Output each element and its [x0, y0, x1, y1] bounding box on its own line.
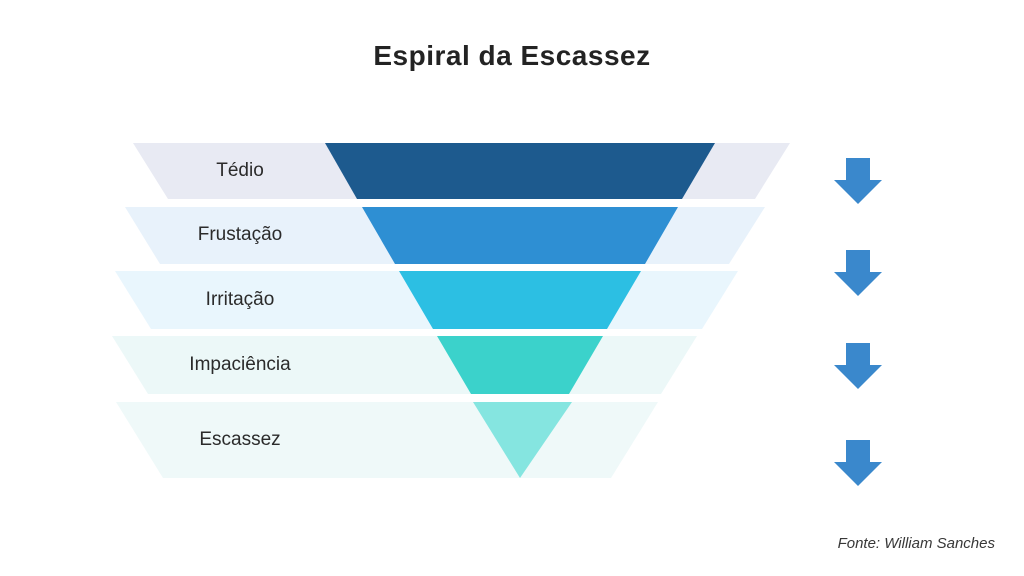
funnel-segment — [437, 336, 603, 394]
stage-label-frustacao: Frustação — [197, 224, 283, 245]
stage-label-tedio: Tédio — [216, 160, 264, 181]
down-arrow-icon — [834, 440, 882, 486]
stage-label-irritacao: Irritação — [205, 289, 275, 310]
down-arrow-icon — [834, 343, 882, 389]
source-credit: Fonte: William Sanches — [837, 535, 995, 552]
down-arrow-icon — [834, 158, 882, 204]
stage-label-impaciencia: Impaciência — [189, 354, 291, 375]
funnel-segment — [325, 143, 715, 199]
stage-label-escassez: Escassez — [199, 429, 281, 450]
funnel-segment — [362, 207, 678, 264]
funnel-segment — [399, 271, 641, 329]
down-arrow-icon — [834, 250, 882, 296]
diagram-title: Espiral da Escassez — [373, 40, 651, 71]
funnel-segment — [473, 402, 572, 478]
